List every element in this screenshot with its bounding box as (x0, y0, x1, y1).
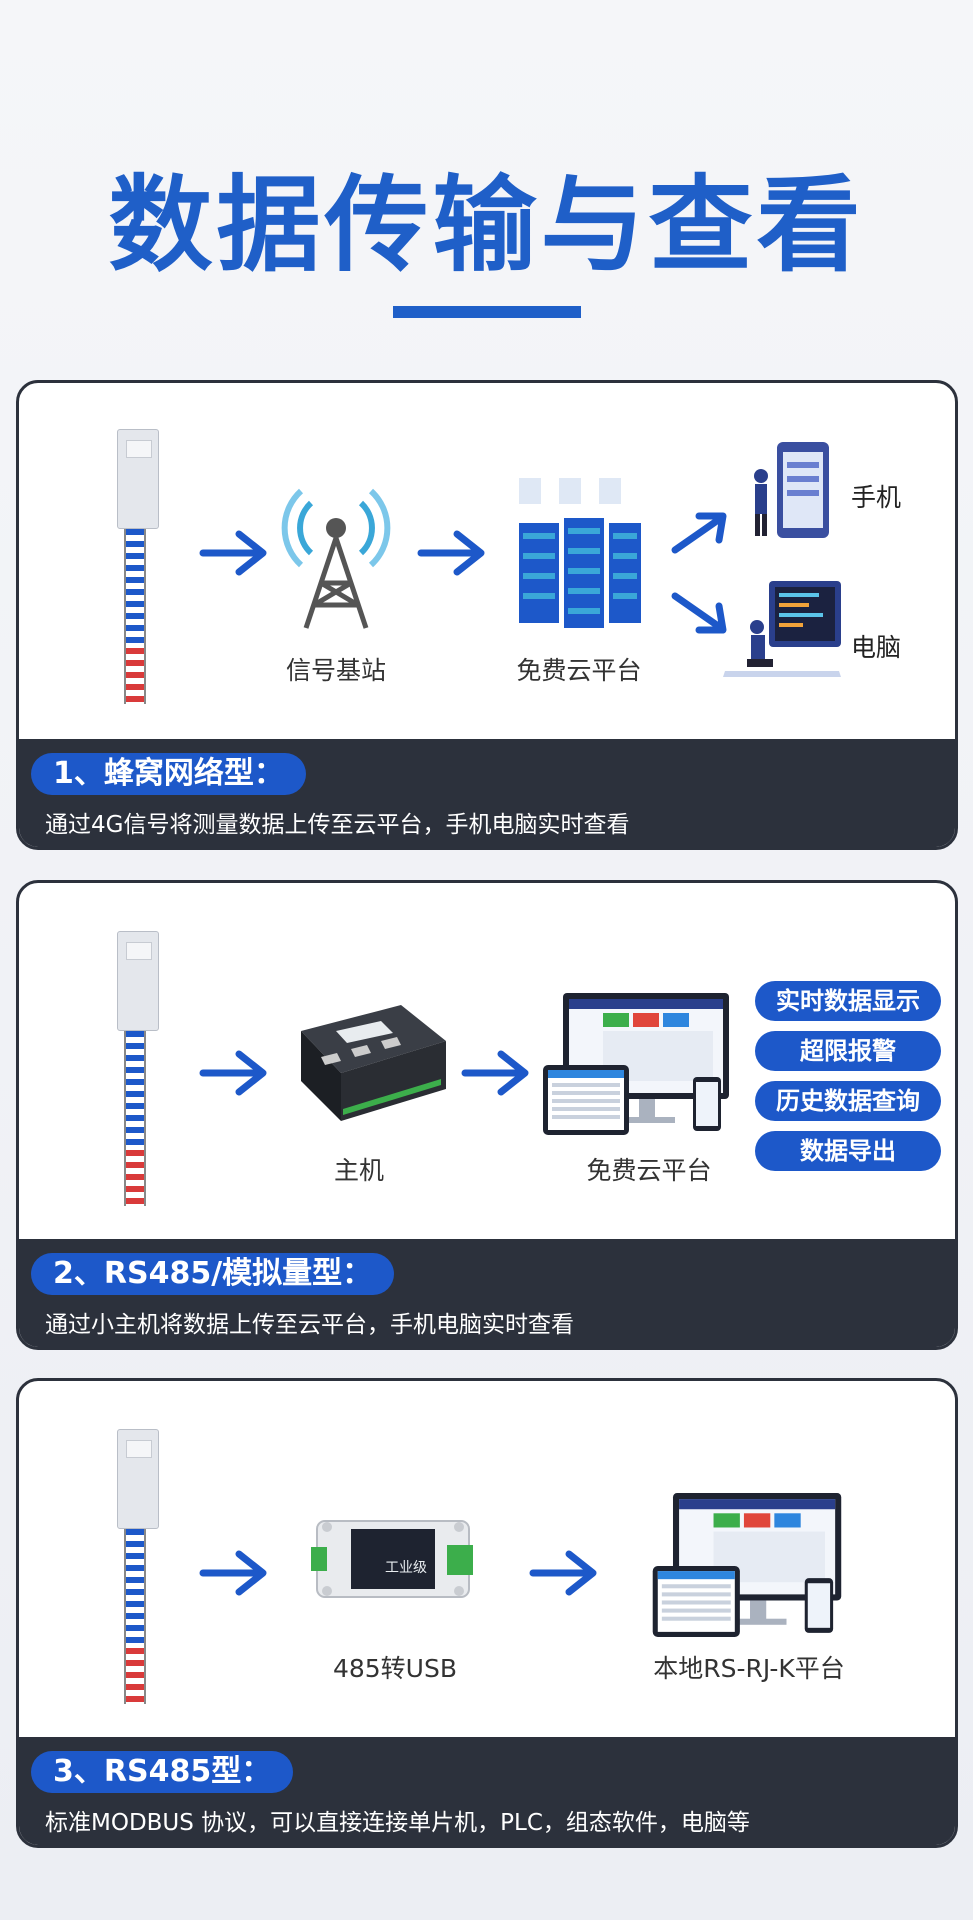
arrow-right-icon (461, 1050, 529, 1096)
cloud-label: 免费云平台 (586, 1156, 712, 1185)
section-badge: 2、RS485/模拟量型： (31, 1253, 395, 1295)
local-platform-label: 本地RS-RJ-K平台 (653, 1654, 845, 1683)
title-underline (393, 306, 581, 318)
section-description: 通过小主机将数据上传至云平台，手机电脑实时查看 (45, 1312, 574, 1338)
section-footer: 2、RS485/模拟量型： 通过小主机将数据上传至云平台，手机电脑实时查看 (19, 1239, 955, 1347)
feature-pill: 历史数据查询 (755, 1081, 941, 1121)
section-description: 通过4G信号将测量数据上传至云平台，手机电脑实时查看 (45, 812, 630, 838)
water-gauge (117, 1429, 159, 1704)
section-footer: 1、蜂窝网络型： 通过4G信号将测量数据上传至云平台，手机电脑实时查看 (19, 739, 955, 847)
feature-pill: 数据导出 (755, 1131, 941, 1171)
converter-tag: 工业级 (385, 1560, 427, 1576)
tower-label: 信号基站 (285, 656, 386, 685)
local-platform-screens-icon (652, 1493, 842, 1637)
cloud-server-icon (519, 478, 641, 628)
feature-list: 实时数据显示 超限报警 历史数据查询 数据导出 (755, 981, 941, 1181)
cloud-platform-screens-icon (543, 993, 729, 1135)
host-controller-icon (301, 1005, 446, 1121)
section-badge: 3、RS485型： (31, 1751, 294, 1793)
cloud-label: 免费云平台 (516, 656, 642, 685)
arrow-right-icon (199, 530, 267, 576)
section-cellular: 信号基站 免费云平台 手机 (16, 380, 958, 850)
feature-pill: 实时数据显示 (755, 981, 941, 1021)
section-rs485: 工业级 485转USB 本地RS-RJ-K平台 3、RS485型： 标准MODB… (16, 1378, 958, 1848)
feature-pill: 超限报警 (755, 1031, 941, 1071)
section-description: 标准MODBUS 协议，可以直接连接单片机，PLC，组态软件，电脑等 (45, 1810, 750, 1836)
pc-label: 电脑 (851, 633, 902, 662)
arrow-right-icon (199, 1050, 267, 1096)
mobile-phone-icon (754, 442, 829, 538)
page-title: 数据传输与查看 (108, 164, 865, 286)
arrow-up-right-icon (671, 512, 727, 554)
section-rs485-analog: 主机 免费云平台 实时数据显示 超限报警 历史数据查询 数据导出 2、RS485… (16, 880, 958, 1350)
phone-label: 手机 (851, 483, 902, 512)
section-badge: 1、蜂窝网络型： (31, 753, 306, 795)
laptop-icon (723, 581, 841, 677)
water-gauge (117, 931, 159, 1206)
section-footer: 3、RS485型： 标准MODBUS 协议，可以直接连接单片机，PLC，组态软件… (19, 1737, 955, 1845)
signal-tower-icon (281, 488, 391, 629)
arrow-right-icon (417, 530, 485, 576)
arrow-down-right-icon (671, 592, 727, 634)
converter-label: 485转USB (332, 1654, 458, 1683)
arrow-right-icon (199, 1550, 267, 1596)
host-label: 主机 (333, 1156, 384, 1185)
usb-converter-icon: 工业级 (309, 1511, 477, 1607)
arrow-right-icon (529, 1550, 597, 1596)
water-gauge (117, 429, 159, 704)
